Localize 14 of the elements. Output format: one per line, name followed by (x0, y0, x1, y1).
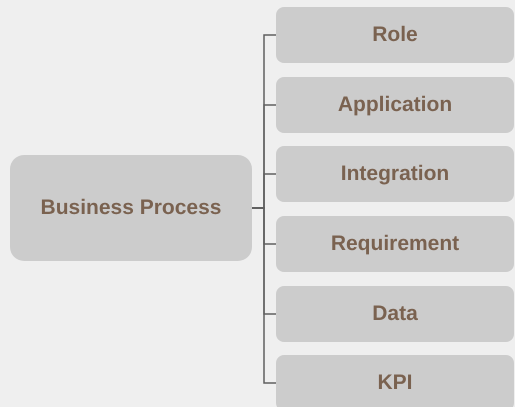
node-label: Data (371, 300, 419, 327)
node-label: KPI (376, 370, 414, 396)
branch-box (276, 7, 514, 63)
node-label: Role (371, 22, 419, 48)
branch-box (276, 146, 514, 202)
branch-box (276, 216, 514, 272)
node-label: Business Process (40, 194, 222, 221)
node-label: Application (336, 92, 454, 118)
node-label: Requirement (330, 230, 460, 257)
branch-box (276, 77, 514, 133)
branch-box (276, 355, 514, 407)
root-box (10, 155, 252, 261)
node-label: Integration (340, 160, 450, 187)
branch-box (276, 286, 514, 342)
